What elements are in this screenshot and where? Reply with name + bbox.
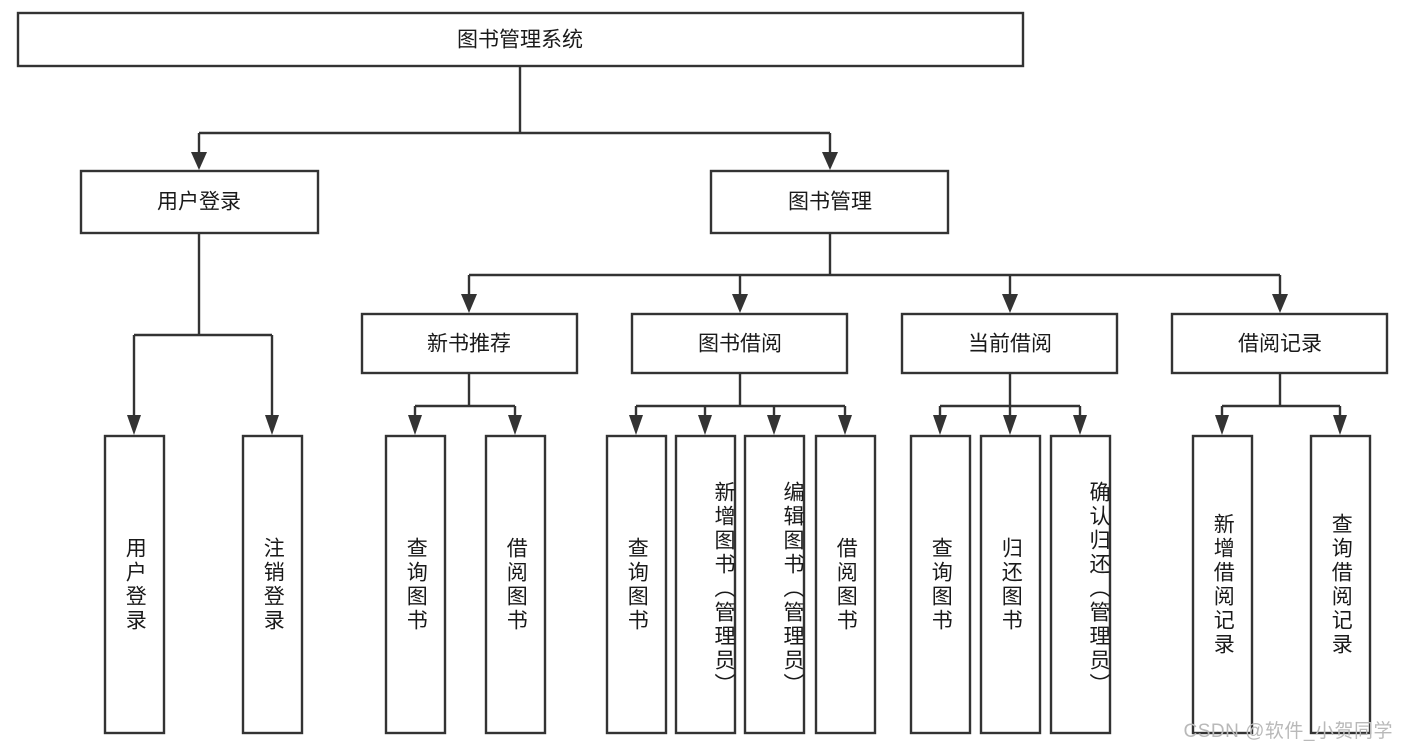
arrow-to-leaf-query-book-2 [629,415,643,435]
arrow-to-new-book-recommend [461,294,477,313]
arrow-to-borrow-record [1272,294,1288,313]
arrow-to-leaf-add-record [1215,415,1229,435]
arrow-to-leaf-borrow-book-1 [508,415,522,435]
node-box-leaf-confirm-return[interactable] [1049,434,1112,735]
arrow-to-leaf-confirm-return [1073,415,1087,435]
arrow-to-leaf-add-book [698,415,712,435]
node-box-leaf-query-book-3[interactable] [909,434,972,735]
arrow-to-leaf-borrow-book-2 [838,415,852,435]
node-box-borrow-record[interactable] [1170,312,1389,375]
node-box-leaf-add-record[interactable] [1191,434,1254,735]
node-label-root: 图书管理系统 [457,29,583,52]
arrow-root-to-book-manage [822,152,838,170]
arrow-to-book-borrow [732,294,748,313]
node-box-leaf-user-login[interactable] [103,434,166,735]
arrow-to-leaf-user-login [127,415,141,435]
node-label-new-book-recommend: 新书推荐 [427,333,511,356]
arrow-to-current-borrow [1002,294,1018,313]
csdn-watermark: CSDN @软件_小贺同学 [1183,721,1393,742]
node-box-leaf-query-record[interactable] [1309,434,1372,735]
node-box-leaf-query-book-2[interactable] [605,434,668,735]
node-label-book-manage: 图书管理 [788,191,872,214]
arrow-to-leaf-query-book-1 [408,415,422,435]
node-box-leaf-user-logout[interactable] [241,434,304,735]
node-box-leaf-add-book[interactable] [674,434,737,735]
arrow-to-leaf-return-book [1003,415,1017,435]
node-label-borrow-record: 借阅记录 [1238,333,1322,356]
node-label-book-borrow: 图书借阅 [698,333,782,356]
node-box-leaf-return-book[interactable] [979,434,1042,735]
node-box-current-borrow[interactable] [900,312,1119,375]
arrow-to-leaf-edit-book [767,415,781,435]
arrow-to-leaf-user-logout [265,415,279,435]
node-box-leaf-borrow-book-2[interactable] [814,434,877,735]
node-box-book-manage[interactable] [709,169,950,235]
arrow-to-leaf-query-book-3 [933,415,947,435]
node-box-leaf-query-book-1[interactable] [384,434,447,735]
node-box-leaf-borrow-book-1[interactable] [484,434,547,735]
node-label-current-borrow: 当前借阅 [968,333,1052,356]
node-box-leaf-edit-book[interactable] [743,434,806,735]
arrow-root-to-user-login [191,152,207,170]
node-box-new-book-recommend[interactable] [360,312,579,375]
arrow-to-leaf-query-record [1333,415,1347,435]
node-box-root[interactable] [16,11,1025,68]
node-label-user-login: 用户登录 [157,191,241,214]
node-box-book-borrow[interactable] [630,312,849,375]
